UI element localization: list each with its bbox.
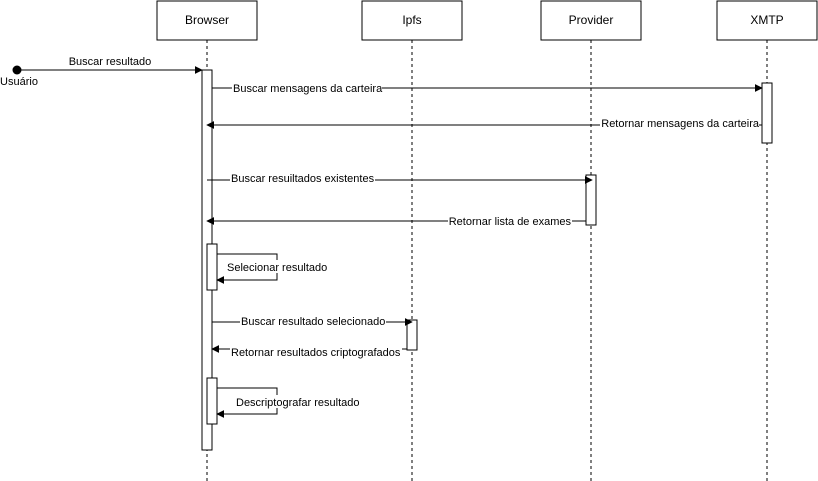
message-buscar-mensagens: Buscar mensagens da carteira <box>212 81 763 95</box>
message-label: Buscar resuiltados existentes <box>231 173 375 185</box>
actor-usuario: Usuário <box>0 65 38 88</box>
actor-label: Usuário <box>0 76 38 88</box>
participant-provider: Provider <box>540 0 642 41</box>
message-selecionar-resultado: Selecionar resultado <box>216 253 329 284</box>
participant-browser: Browser <box>156 0 258 41</box>
message-label: Retornar lista de exames <box>449 216 572 228</box>
message-label: Retornar resultados criptografados <box>231 347 401 359</box>
message-buscar-existentes: Buscar resuiltados existentes <box>207 172 593 185</box>
message-descriptografar-resultado: Descriptografar resultado <box>216 387 361 418</box>
activation-browser-select <box>206 243 218 291</box>
message-label: Descriptografar resultado <box>236 397 360 409</box>
participant-xmtp: XMTP <box>716 0 818 41</box>
message-retornar-lista: Retornar lista de exames <box>206 214 586 228</box>
message-label: Buscar resultado selecionado <box>241 316 385 328</box>
message-buscar-selecionado: Buscar resultado selecionado <box>212 314 413 328</box>
participant-provider-label: Provider <box>569 13 614 27</box>
activation-browser-decrypt <box>206 377 218 425</box>
message-label: Selecionar resultado <box>227 262 327 274</box>
message-label: Buscar resultado <box>69 56 152 68</box>
message-label: Retornar mensagens da carteira <box>601 118 760 130</box>
message-retornar-mensagens: Retornar mensagens da carteira <box>206 117 762 130</box>
activation-ipfs <box>406 319 418 351</box>
participant-ipfs-label: Ipfs <box>402 13 421 27</box>
message-label: Buscar mensagens da carteira <box>233 83 383 95</box>
actor-start-dot <box>12 65 22 75</box>
participant-ipfs: Ipfs <box>361 0 463 41</box>
participant-xmtp-label: XMTP <box>750 13 783 27</box>
message-buscar-resultado: Buscar resultado <box>21 56 203 74</box>
activation-xmtp <box>761 82 773 144</box>
message-retornar-criptografados: Retornar resultados criptografados <box>211 345 407 359</box>
participant-browser-label: Browser <box>185 13 229 27</box>
activation-provider <box>585 174 597 226</box>
